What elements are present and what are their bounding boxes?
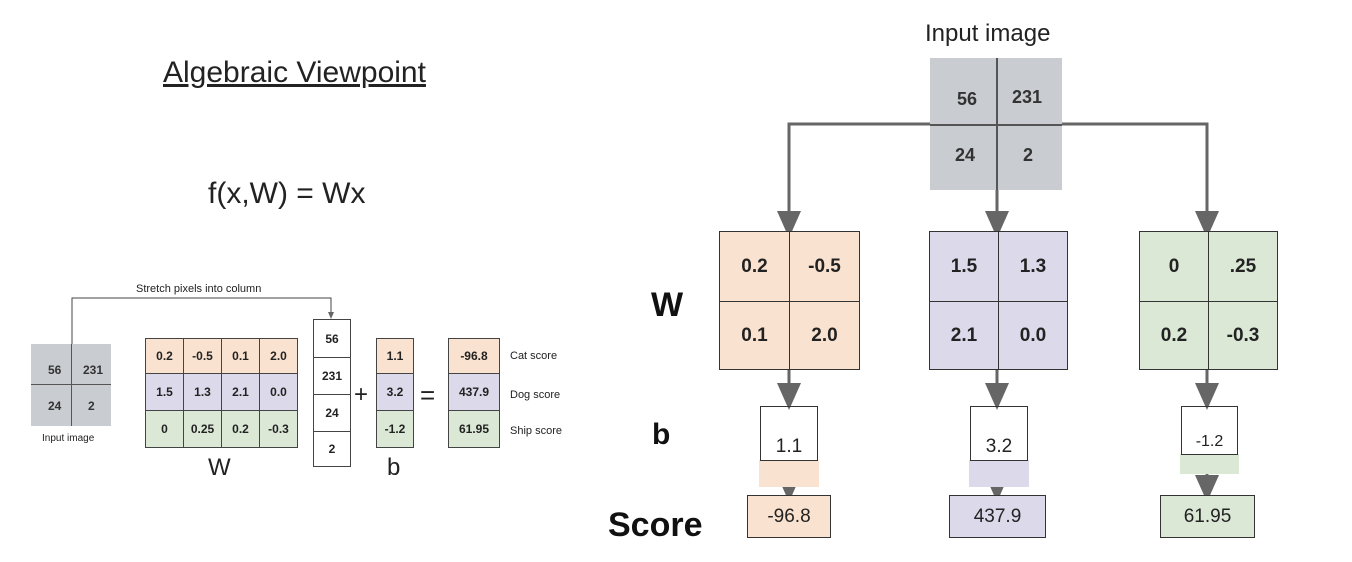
pixel-value: 24 — [48, 399, 62, 413]
bias-shade — [759, 460, 819, 487]
weight-cell: 1.3 — [998, 231, 1068, 302]
weight-cell: 0.0 — [259, 373, 298, 411]
weight-cell: -0.5 — [183, 338, 222, 374]
weight-cell: 0.2 — [719, 231, 790, 302]
input-image-small: 56 231 24 2 — [31, 344, 111, 426]
pixel-value: 231 — [1012, 87, 1043, 107]
score-box: 61.95 — [1160, 495, 1255, 538]
column-cell: 56 — [313, 319, 351, 358]
bias-cell: -1.2 — [376, 410, 414, 448]
weight-cell: .25 — [1208, 231, 1278, 302]
bias-box: 3.2 — [970, 406, 1028, 461]
input-image-caption: Input image — [42, 433, 95, 444]
plus-sign: + — [354, 381, 369, 408]
score-label: Dog score — [510, 389, 561, 401]
column-cell: 231 — [313, 357, 351, 395]
score-box: -96.8 — [747, 495, 831, 538]
matrix-w-label: W — [208, 454, 231, 481]
weight-cell: -0.3 — [1208, 301, 1278, 370]
weight-cell: 1.5 — [929, 231, 999, 302]
stretch-label: Stretch pixels into column — [136, 283, 262, 295]
bias-cell: 1.1 — [376, 338, 414, 374]
column-cell: 2 — [313, 431, 351, 467]
score-label: Ship score — [510, 425, 562, 437]
equals-sign: = — [420, 380, 436, 410]
pixel-value: 24 — [955, 145, 976, 165]
formula: f(x,W) = Wx — [208, 177, 366, 210]
score-cell: 437.9 — [448, 373, 500, 411]
bias-b-label: b — [387, 454, 401, 481]
weight-cell: 2.0 — [259, 338, 298, 374]
input-image-caption-right: Input image — [925, 20, 1051, 47]
pixel-value: 2 — [1023, 145, 1034, 165]
pixel-value: 56 — [48, 363, 62, 377]
weight-cell: 2.1 — [221, 373, 260, 411]
weight-cell: 0.2 — [145, 338, 184, 374]
weight-cell: 1.5 — [145, 373, 184, 411]
weight-cell: 1.3 — [183, 373, 222, 411]
score-cell: 61.95 — [448, 410, 500, 448]
pixel-value: 231 — [83, 363, 104, 377]
weight-cell: 0.25 — [183, 410, 222, 448]
bias-box: -1.2 — [1181, 406, 1238, 455]
weight-cell: 0 — [1139, 231, 1209, 302]
row-label-b: b — [652, 418, 671, 451]
page-title: Algebraic Viewpoint — [163, 56, 426, 89]
weight-cell: 0.0 — [998, 301, 1068, 370]
weight-cell: 0 — [145, 410, 184, 448]
bias-box: 1.1 — [760, 406, 818, 461]
pixel-value: 2 — [88, 399, 95, 413]
row-label-score: Score — [608, 506, 703, 544]
score-cell: -96.8 — [448, 338, 500, 374]
pixel-value: 56 — [957, 89, 978, 109]
column-cell: 24 — [313, 394, 351, 432]
bias-cell: 3.2 — [376, 373, 414, 411]
input-image-large: 56 231 24 2 — [930, 58, 1062, 190]
bias-shade — [969, 460, 1029, 487]
weight-cell: 2.1 — [929, 301, 999, 370]
weight-cell: 0.1 — [719, 301, 790, 370]
bias-shade — [1180, 454, 1239, 474]
weight-cell: -0.5 — [789, 231, 860, 302]
weight-cell: 0.1 — [221, 338, 260, 374]
weight-cell: 2.0 — [789, 301, 860, 370]
weight-cell: 0.2 — [1139, 301, 1209, 370]
score-box: 437.9 — [949, 495, 1046, 538]
weight-cell: 0.2 — [221, 410, 260, 448]
row-label-w: W — [651, 286, 684, 324]
weight-cell: -0.3 — [259, 410, 298, 448]
score-label: Cat score — [510, 350, 558, 362]
